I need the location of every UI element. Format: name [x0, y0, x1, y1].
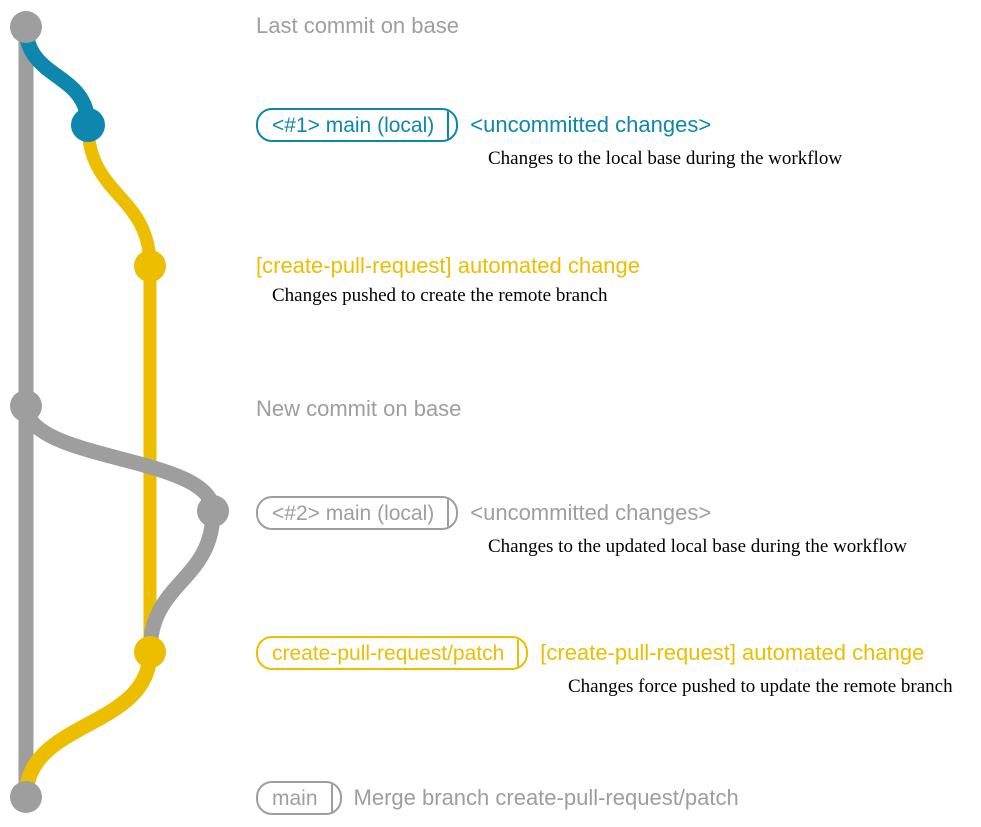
- commit-description: Changes to the local base during the wor…: [488, 148, 843, 169]
- commit-title: Last commit on base: [256, 13, 459, 38]
- commit-row: create-pull-request/patch [create-pull-r…: [256, 636, 953, 670]
- commit-entry-remote-2: create-pull-request/patch [create-pull-r…: [256, 636, 953, 698]
- commit-node-local-1: [71, 108, 105, 142]
- commit-entry-new-commit-on-base: New commit on base: [256, 396, 461, 422]
- branch-pill-main[interactable]: main: [256, 781, 342, 815]
- branch-pill-label: <#1> main (local): [258, 110, 450, 140]
- commit-description: Changes force pushed to update the remot…: [568, 676, 953, 697]
- commit-entry-local-1: <#1> main (local) <uncommitted changes> …: [256, 108, 842, 170]
- branch-pill-tail: [449, 498, 456, 528]
- edge-local-2-to-remote-2: [142, 503, 221, 660]
- edge-remote-2-to-merge: [18, 644, 158, 805]
- commit-title: Merge branch create-pull-request/patch: [353, 785, 739, 810]
- branch-pill-remote-2[interactable]: create-pull-request/patch: [256, 636, 529, 670]
- branch-pill-tail: [519, 638, 526, 668]
- commit-node-base-merge: [10, 781, 42, 813]
- commit-title: [create-pull-request] automated change: [256, 253, 641, 278]
- commit-entry-local-2: <#2> main (local) <uncommitted changes> …: [256, 496, 907, 558]
- edge-base-new-to-local-2: [18, 398, 221, 519]
- commit-node-base-last: [10, 11, 42, 43]
- branch-pill-tail: [333, 783, 340, 813]
- branch-pill-label: main: [258, 783, 333, 813]
- branch-pill-tail: [449, 110, 456, 140]
- commit-description: Changes to the updated local base during…: [488, 536, 907, 557]
- commit-title: New commit on base: [256, 396, 462, 421]
- commit-title: <uncommitted changes>: [470, 500, 712, 525]
- commit-node-remote-1: [134, 250, 166, 282]
- commit-entry-merge: main Merge branch create-pull-request/pa…: [256, 781, 739, 815]
- commit-description: Changes pushed to create the remote bran…: [272, 285, 608, 306]
- branch-pill-local-1[interactable]: <#1> main (local): [256, 108, 459, 142]
- branch-pill-label: <#2> main (local): [258, 498, 450, 528]
- branch-pill-label: create-pull-request/patch: [258, 638, 520, 668]
- commit-node-remote-2: [134, 636, 166, 668]
- branch-pill-local-2[interactable]: <#2> main (local): [256, 496, 459, 530]
- commit-title: <uncommitted changes>: [470, 112, 712, 137]
- commit-node-base-new: [10, 390, 42, 422]
- commit-entry-last-commit-on-base: Last commit on base: [256, 13, 459, 39]
- edge-local-1-to-remote-1: [81, 118, 157, 273]
- commit-row: main Merge branch create-pull-request/pa…: [256, 781, 739, 815]
- commit-entry-remote-1: [create-pull-request] automated change C…: [256, 253, 640, 307]
- commit-row: <#2> main (local) <uncommitted changes>: [256, 496, 907, 530]
- commit-title: [create-pull-request] automated change: [540, 640, 925, 665]
- commit-row: <#1> main (local) <uncommitted changes>: [256, 108, 842, 142]
- commit-node-local-2: [197, 495, 229, 527]
